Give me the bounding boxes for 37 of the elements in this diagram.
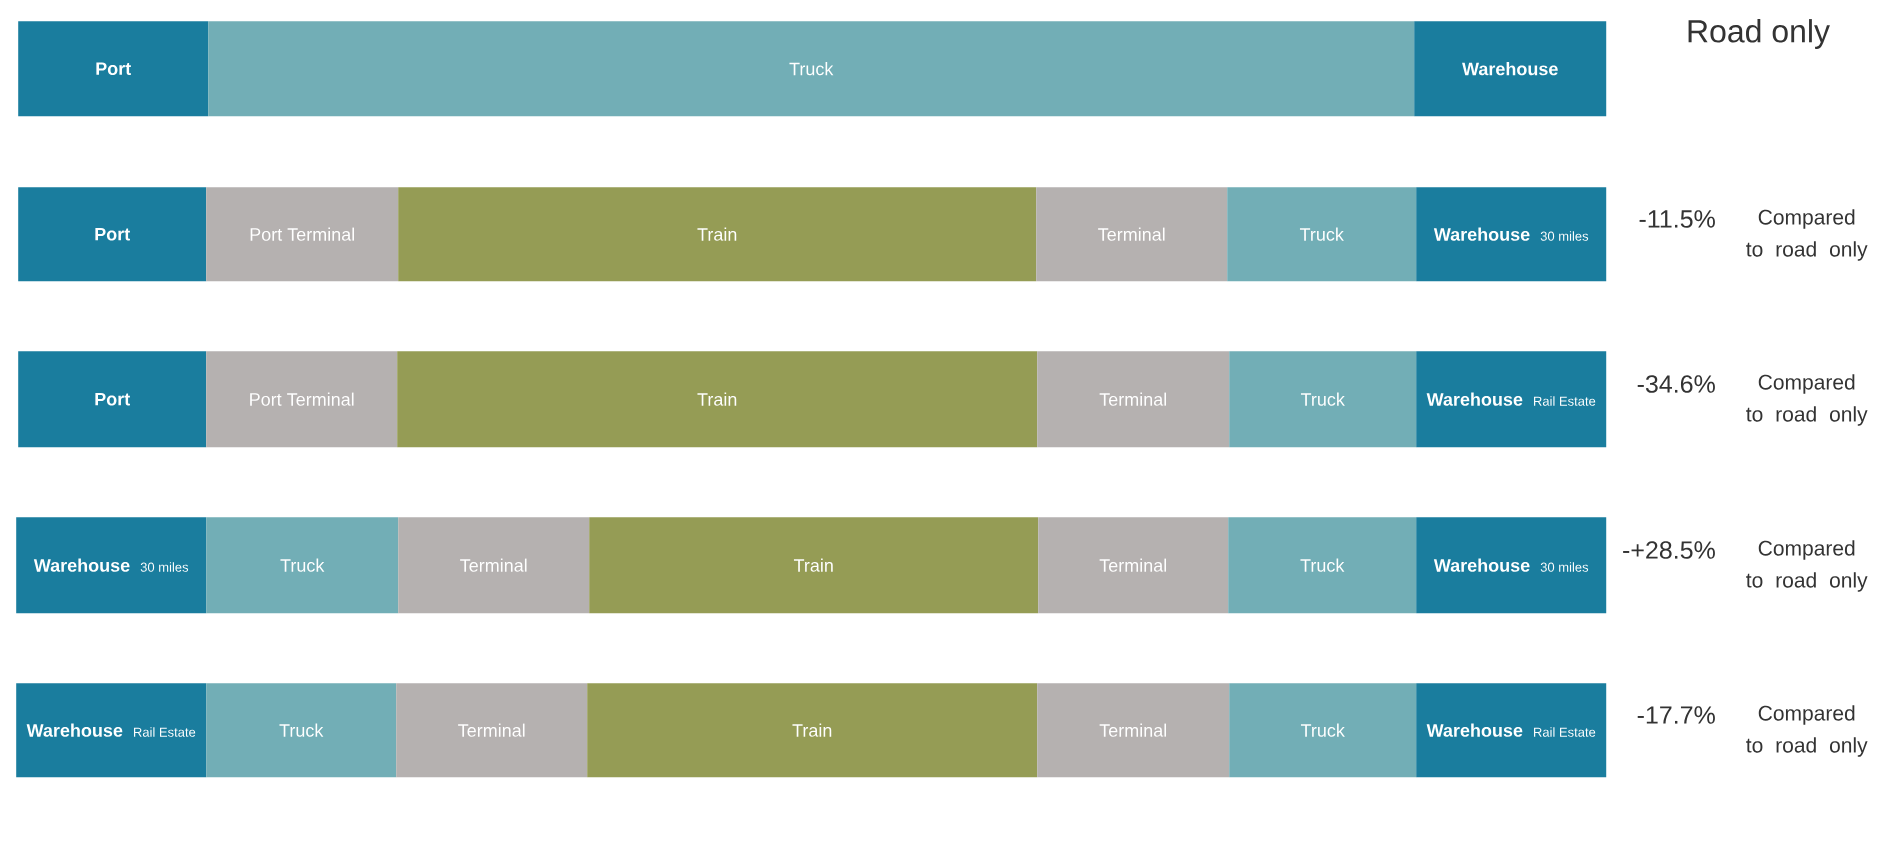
percent-change: -34.6% (1637, 375, 1715, 393)
terminal-segment: Terminal (1037, 351, 1230, 448)
truck-segment: Truck (1227, 187, 1417, 282)
train-segment: Train (397, 351, 1038, 448)
terminal-segment: Terminal (396, 683, 588, 778)
terminal-segment: Terminal (1038, 517, 1229, 614)
terminal-segment: Terminal (398, 517, 590, 614)
percent-change: -11.5% (1639, 210, 1715, 228)
train-segment: Train (589, 517, 1039, 614)
location-segment: Warehouse (1414, 21, 1607, 117)
truck-segment: Truck (206, 683, 397, 778)
terminal-segment: Terminal (1037, 683, 1230, 778)
comparison-note: Compared to road only (1746, 209, 1868, 261)
truck-segment: Truck (206, 517, 399, 614)
train-segment: Train (587, 683, 1038, 778)
heading: Road only (1688, 19, 1830, 49)
terminal-segment: Port Terminal (206, 187, 399, 282)
location-segment: Port (18, 187, 207, 282)
comparison-note: Compared to road only (1746, 374, 1868, 426)
terminal-segment: Terminal (1036, 187, 1228, 282)
comparison-note: Compared to road only (1746, 540, 1868, 592)
truck-segment: Truck (1229, 683, 1417, 778)
location-segment: Warehouse Rail Estate (16, 683, 207, 778)
location-segment: Warehouse 30 miles (1416, 517, 1607, 614)
location-segment: Warehouse 30 miles (1416, 187, 1607, 282)
location-segment: Warehouse 30 miles (16, 517, 207, 614)
location-segment: Port (18, 351, 207, 448)
truck-segment: Truck (208, 21, 1415, 117)
location-segment: Port (18, 21, 209, 117)
truck-segment: Truck (1229, 351, 1417, 448)
train-segment: Train (398, 187, 1037, 282)
percent-change: -17.7% (1637, 706, 1715, 724)
truck-segment: Truck (1228, 517, 1417, 614)
comparison-note: Compared to road only (1746, 705, 1868, 757)
location-segment: Warehouse Rail Estate (1416, 683, 1607, 778)
terminal-segment: Port Terminal (206, 351, 398, 448)
location-segment: Warehouse Rail Estate (1416, 351, 1607, 448)
